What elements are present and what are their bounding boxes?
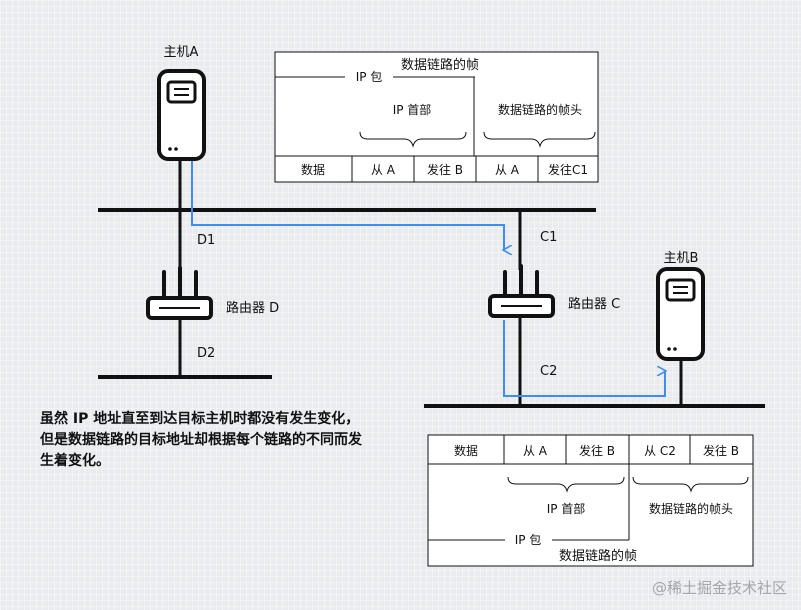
frame-bottom-cell-ip-src: 从 A: [523, 444, 548, 458]
network-links: [98, 160, 765, 408]
frame-top-box: 数据链路的帧 IP 包 IP 首部 数据链路的帧头 数据 从 A 发往 B 从 …: [274, 51, 599, 183]
host-b-label: 主机B: [664, 251, 699, 266]
frame-bottom-cell-data: 数据: [454, 443, 478, 458]
router-c-icon: [488, 264, 555, 318]
explanation-note: 虽然 IP 地址直至到达目标主机时都没有发生变化，但是数据链路的目标地址却根据每…: [40, 411, 362, 469]
frame-bottom-cell-ip-dst: 发往 B: [579, 443, 615, 458]
frame-top-cell-mac-dst: 发往C1: [548, 162, 588, 177]
router-d-label: 路由器 D: [226, 300, 279, 316]
frame-top-cell-mac-src: 从 A: [495, 163, 520, 177]
frame-bottom-cell-mac-src: 从 C2: [644, 444, 676, 458]
frame-bottom-ip-packet-label: IP 包: [515, 533, 542, 547]
port-label-d1: D1: [197, 233, 215, 248]
frame-bottom-cell-mac-dst: 发往 B: [703, 443, 739, 458]
host-a-icon: [157, 69, 206, 161]
frame-top-cell-ip-src: 从 A: [371, 163, 396, 177]
port-label-c1: C1: [540, 230, 557, 245]
frame-bottom-ip-header-label: IP 首部: [547, 501, 586, 516]
router-c-label: 路由器 C: [568, 296, 620, 312]
watermark: @稀土掘金技术社区: [651, 579, 787, 597]
router-d-icon: [146, 266, 213, 320]
frame-top-cell-ip-dst: 发往 B: [427, 162, 463, 177]
frame-top-ip-header-label: IP 首部: [393, 102, 432, 117]
frame-top-frame-label: 数据链路的帧: [401, 57, 479, 73]
port-label-d2: D2: [197, 346, 215, 361]
packet-path: [191, 160, 665, 397]
frame-bottom-box: 数据 从 A 发往 B 从 C2 发往 B IP 首部 数据链路的帧头 IP 包…: [427, 434, 754, 567]
host-a-label: 主机A: [164, 45, 199, 60]
frame-bottom-frame-label: 数据链路的帧: [559, 548, 637, 564]
frame-bottom-frame-header-label: 数据链路的帧头: [649, 501, 733, 516]
frame-top-frame-header-label: 数据链路的帧头: [498, 102, 582, 117]
port-label-c2: C2: [540, 364, 557, 379]
frame-top-ip-packet-label: IP 包: [356, 70, 383, 84]
host-b-icon: [656, 267, 705, 361]
frame-top-cell-data: 数据: [301, 162, 325, 177]
